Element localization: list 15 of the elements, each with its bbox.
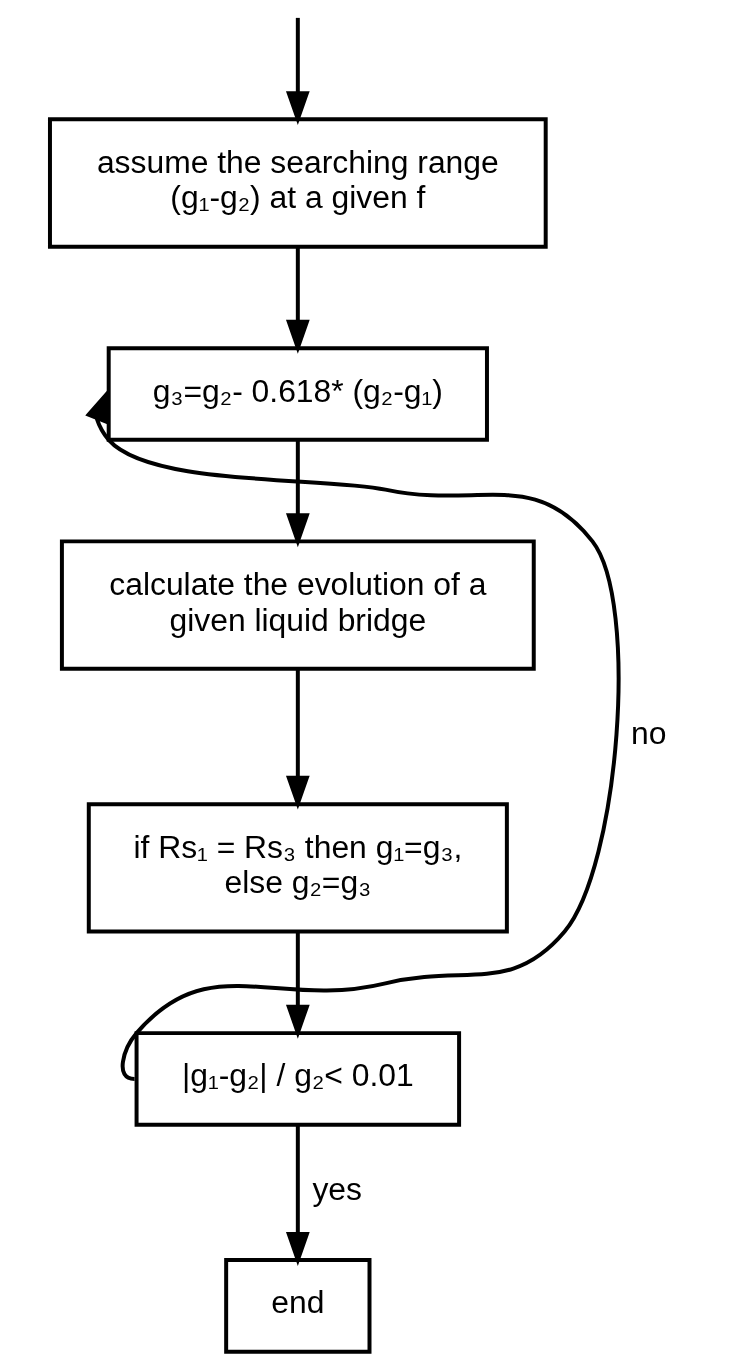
- node-box: assume the searching range (g₁-g₂) at a given f: [47, 117, 548, 249]
- node-box: if Rs₁ = Rs₃ then g₁=g₃, else g₂=g₃: [86, 802, 509, 934]
- node-box: |g₁-g₂| / g₂< 0.01: [134, 1031, 461, 1127]
- arrow: [285, 439, 310, 548]
- arrow: [285, 669, 310, 810]
- arrow: [285, 17, 310, 126]
- arrow: [84, 388, 620, 1081]
- arrow: [285, 247, 310, 354]
- node-box: end: [223, 1258, 371, 1354]
- edge-label: no: [630, 715, 666, 752]
- arrow: [285, 932, 310, 1039]
- node-box: calculate the evolution of a given liquid bridge: [59, 539, 536, 671]
- arrow: [285, 1124, 310, 1266]
- node-box: g₃=g₂- 0.618* (g₂-g₁): [106, 346, 489, 442]
- edge-label: yes: [311, 1170, 362, 1207]
